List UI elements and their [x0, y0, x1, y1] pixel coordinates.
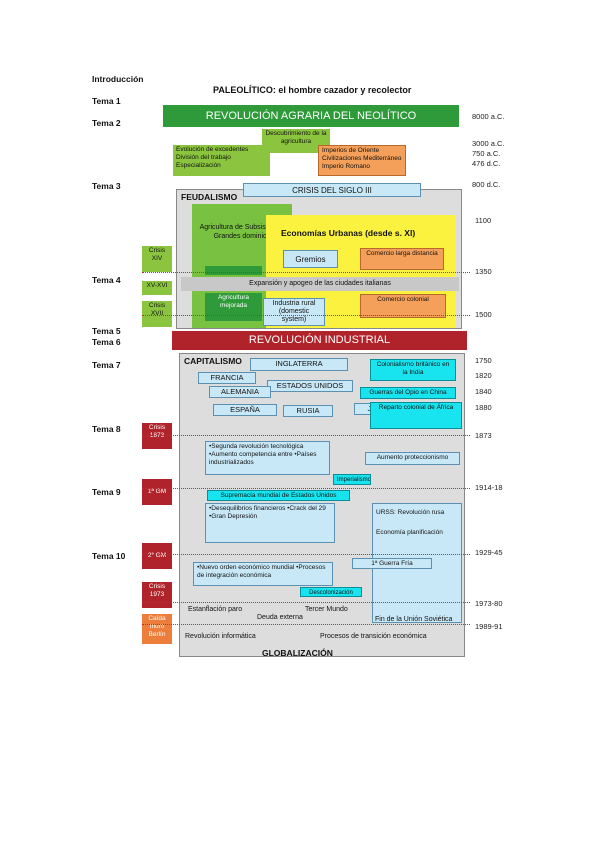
tema-8: Tema 8 — [92, 424, 121, 434]
box-alemania: ALEMANIA — [209, 386, 271, 398]
dotted-line — [142, 602, 470, 603]
dotted-line — [142, 315, 470, 316]
tema-4: Tema 4 — [92, 275, 121, 285]
box-agric-subsistencia: Agricultura de Subsistencia Grandes domi… — [199, 224, 285, 240]
box-supremacia: Supremacía mundial de Estados Unidos — [207, 490, 350, 501]
tema-3: Tema 3 — [92, 181, 121, 191]
side-crisis-xiv: Crisis XIV — [142, 246, 172, 272]
green-strip — [205, 266, 262, 275]
box-reparto: Reparto colonial de África — [370, 402, 462, 429]
box-francia: FRANCIA — [198, 372, 256, 384]
box-colonialismo: Colonialismo británico en la India — [370, 359, 456, 381]
banner-industrial: REVOLUCIÓN INDUSTRIAL — [172, 331, 467, 350]
box-comercio-colonial: Comercio colonial — [360, 294, 446, 318]
year-label: 1100 — [475, 216, 492, 225]
year-label: 1500 — [475, 310, 492, 319]
box-espana: ESPAÑA — [213, 404, 277, 416]
box-agric-mejorada: Agricultura mejorada — [205, 293, 262, 321]
box-imperios: Imperios de Oriente Civilizaciones Medit… — [318, 145, 406, 176]
box-segunda-rev: •Segunda revolución tecnológica •Aumento… — [205, 441, 330, 475]
side-crisis-1973: Crisis 1973 — [142, 582, 172, 608]
year-label: 1914-18 — [475, 483, 503, 492]
year-label: 1750 — [475, 356, 492, 365]
box-nuevo-orden: •Nuevo orden económico mundial •Procesos… — [193, 562, 333, 586]
year-label: 750 a.C. — [472, 149, 501, 158]
tema-5: Tema 5 — [92, 326, 121, 336]
year-label: 800 d.C. — [472, 180, 501, 189]
box-rusia: RUSIA — [283, 405, 333, 417]
box-inglaterra: INGLATERRA — [250, 358, 348, 371]
page-title: PALEOLÍTICO: el hombre cazador y recolec… — [213, 85, 412, 95]
dotted-line — [142, 272, 470, 273]
dotted-line — [142, 435, 470, 436]
text-estanflacion: Estanflación paro — [188, 606, 243, 613]
text-deuda-externa: Deuda externa — [257, 614, 303, 621]
tema-1: Tema 1 — [92, 96, 121, 106]
text-fin-urss: Fin de la Unión Soviética — [375, 616, 453, 623]
year-label: 476 d.C. — [472, 159, 501, 168]
tema-10: Tema 10 — [92, 551, 126, 561]
box-agricultura: Descubrimiento de la agricultura — [262, 129, 330, 153]
dotted-line — [142, 624, 470, 625]
year-label: 1350 — [475, 267, 492, 276]
side-xv-xvi: XV-XVI — [142, 281, 172, 295]
tema-9: Tema 9 — [92, 487, 121, 497]
year-label: 1973-80 — [475, 599, 503, 608]
year-label: 3000 a.C. — [472, 139, 505, 148]
banner-neolitico: REVOLUCIÓN AGRARIA DEL NEOLÍTICO — [163, 105, 459, 127]
tema-2: Tema 2 — [92, 118, 121, 128]
text-rev-informatica: Revolución informática — [185, 633, 256, 640]
tema-7: Tema 7 — [92, 360, 121, 370]
year-label: 1929-45 — [475, 548, 503, 557]
box-proteccionismo: Aumento proteccionismo — [365, 452, 460, 465]
box-desequilibrios: •Desequilibrios financieros •Crack del 2… — [205, 503, 335, 543]
side-crisis-1873: Crisis 1873 — [142, 423, 172, 449]
dotted-line — [142, 488, 470, 489]
capitalismo-label: CAPITALISMO — [184, 356, 242, 366]
box-crisis-iii: CRISIS DEL SIGLO III — [243, 183, 421, 197]
box-gremios: Gremios — [283, 250, 338, 268]
year-label: 1873 — [475, 431, 492, 440]
tema-6: Tema 6 — [92, 337, 121, 347]
side-gm1: 1ª GM — [142, 479, 172, 505]
year-label: 1840 — [475, 387, 492, 396]
side-crisis-xvii: Crisis XVII — [142, 301, 172, 327]
box-industria-rural: Industria rural (domestic system) — [263, 298, 325, 326]
text-transicion: Procesos de transición económica — [320, 633, 427, 640]
box-descolonizacion: Descolonización — [300, 587, 362, 597]
side-gm2: 2ª GM — [142, 543, 172, 569]
text-tercer-mundo: Tercer Mundo — [305, 606, 348, 613]
urss-title: URSS: Revolución rusa — [376, 509, 445, 516]
box-eeuu: ESTADOS UNIDOS — [267, 380, 353, 392]
year-label: 1989-91 — [475, 622, 503, 631]
year-label: 1820 — [475, 371, 492, 380]
box-comercio-larga: Comercio larga distancia — [360, 248, 444, 270]
economia-plan: Economía planificación — [376, 529, 443, 536]
year-label: 8000 a.C. — [472, 112, 505, 121]
dotted-line — [142, 554, 470, 555]
box-guerra-fria: 1ª Guerra Fría — [352, 558, 432, 569]
globalizacion-label: GLOBALIZACIÓN — [262, 648, 333, 658]
side-caida-berlin: Caída muro Berlín — [142, 614, 172, 644]
year-label: 1880 — [475, 403, 492, 412]
intro-label: Introducción — [92, 74, 144, 84]
feudalismo-label: FEUDALISMO — [181, 192, 238, 202]
box-expansion: Expansión y apogeo de las ciudades itali… — [181, 277, 459, 291]
econ-urbanas-label: Economías Urbanas (desde s. XI) — [281, 228, 416, 238]
box-excedentes: Evolución de excedentes División del tra… — [173, 145, 270, 176]
box-guerras-opio: Guerras del Opio en China — [360, 387, 456, 399]
box-imperialismo: Imperialismo — [333, 474, 371, 485]
